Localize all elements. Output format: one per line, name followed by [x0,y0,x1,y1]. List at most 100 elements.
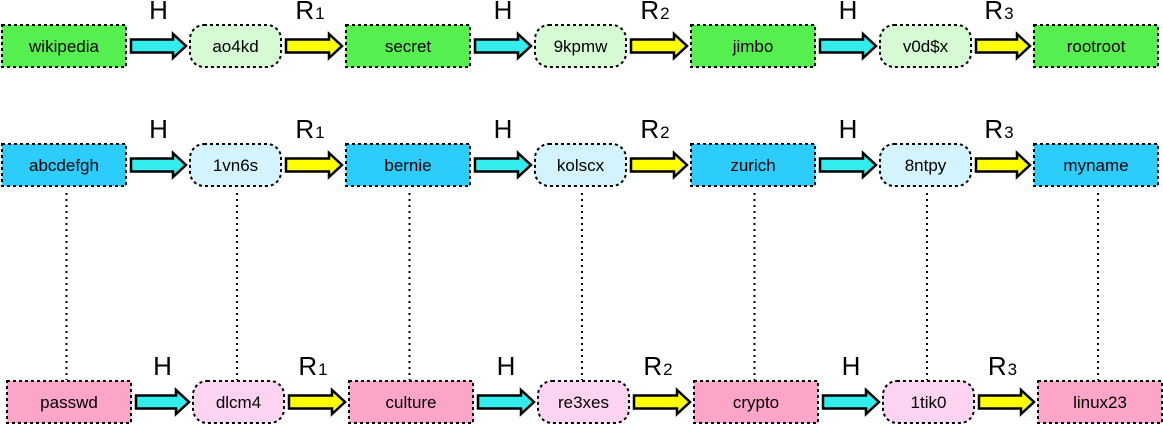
hash-node-blue-3: kolscx [534,143,627,187]
hash-pill [534,24,627,68]
node-label: bernie [384,156,431,175]
op-label-h: H [494,114,513,144]
op-label-r1: R1 [298,351,327,381]
hash-node-green-3: 9kpmw [534,24,627,68]
op-letter: H [153,351,172,381]
node-label: wikipedia [28,37,99,56]
op-label-r1: R1 [295,114,324,144]
hash-arrow-icon [129,31,188,61]
chain-row-pink: passwd dlcm4 culture re3xes crypto 1tik0 linux… [6,351,1163,424]
reduce-arrow-icon [284,31,344,61]
password-node-pink-0: passwd [6,380,132,424]
hash-node-pink-5: 1tik0 [882,380,975,424]
hash-node-green-1: ao4kd [189,24,282,68]
op-letter: R [984,114,1003,144]
op-letter: R [984,0,1003,25]
op-subscript: 1 [315,4,324,23]
op-label-h: H [839,0,858,25]
password-node-green-6: rootroot [1033,24,1159,68]
node-label: crypto [733,393,779,412]
hash-pill [879,143,972,187]
hash-pill [189,143,282,187]
reduce-arrow-icon [284,150,344,180]
password-node-green-0: wikipedia [1,24,127,68]
op-subscript: 1 [318,360,327,379]
hash-node-pink-3: re3xes [537,380,630,424]
password-node-green-2: secret [345,24,471,68]
password-box [1,24,127,68]
hash-node-pink-1: dlcm4 [192,380,285,424]
op-subscript: 2 [660,123,669,142]
hash-pill [537,380,630,424]
op-letter: H [494,0,513,25]
reduce-arrow-icon [974,150,1032,180]
op-letter: R [988,351,1007,381]
node-label: secret [385,37,432,56]
node-label: abcdefgh [29,156,99,175]
op-subscript: 3 [1008,360,1017,379]
op-subscript: 3 [1004,4,1013,23]
hash-pill [882,380,975,424]
password-node-pink-6: linux23 [1037,380,1163,424]
op-label-h: H [494,0,513,25]
password-box [1,143,127,187]
op-label-h: H [153,351,172,381]
hash-pill [189,24,282,68]
hash-pill [879,24,972,68]
node-label: dlcm4 [216,393,261,412]
op-letter: H [494,114,513,144]
op-subscript: 2 [660,4,669,23]
node-label: v0d$x [903,37,949,56]
op-letter: R [295,0,314,25]
password-box [345,24,471,68]
hash-node-blue-1: 1vn6s [189,143,282,187]
hash-pill [192,380,285,424]
hash-arrow-icon [134,387,191,417]
op-label-r1: R1 [295,0,324,25]
hash-arrow-icon [818,150,878,180]
op-letter: H [149,0,168,25]
op-label-h: H [149,0,168,25]
op-label-r2: R2 [643,351,672,381]
reduce-arrow-icon [977,387,1036,417]
op-letter: R [640,114,659,144]
reduce-arrow-icon [629,31,689,61]
node-label: culture [385,393,436,412]
hash-arrow-icon [476,387,536,417]
password-box [690,24,816,68]
node-label: zurich [730,156,775,175]
op-letter: H [149,114,168,144]
op-label-h: H [149,114,168,144]
op-label-r3: R3 [988,351,1017,381]
hash-node-blue-5: 8ntpy [879,143,972,187]
op-letter: H [842,351,861,381]
op-label-h: H [842,351,861,381]
op-letter: R [295,114,314,144]
password-box [1033,24,1159,68]
node-label: 1vn6s [213,156,258,175]
password-node-blue-0: abcdefgh [1,143,127,187]
password-box [345,143,471,187]
password-box [348,380,474,424]
password-node-blue-4: zurich [690,143,816,187]
node-label: re3xes [558,393,609,412]
op-subscript: 3 [1004,123,1013,142]
password-box [1033,143,1159,187]
node-label: 8ntpy [905,156,947,175]
password-node-blue-2: bernie [345,143,471,187]
op-label-h: H [497,351,516,381]
password-node-pink-2: culture [348,380,474,424]
dotted-connectors [65,193,1099,380]
node-label: kolscx [557,156,605,175]
hash-arrow-icon [473,150,533,180]
op-label-r2: R2 [640,114,669,144]
op-letter: R [640,0,659,25]
op-letter: H [497,351,516,381]
node-label: jimbo [732,37,774,56]
password-node-green-4: jimbo [690,24,816,68]
op-label-h: H [839,114,858,144]
reduce-arrow-icon [632,387,692,417]
password-box [1037,380,1163,424]
